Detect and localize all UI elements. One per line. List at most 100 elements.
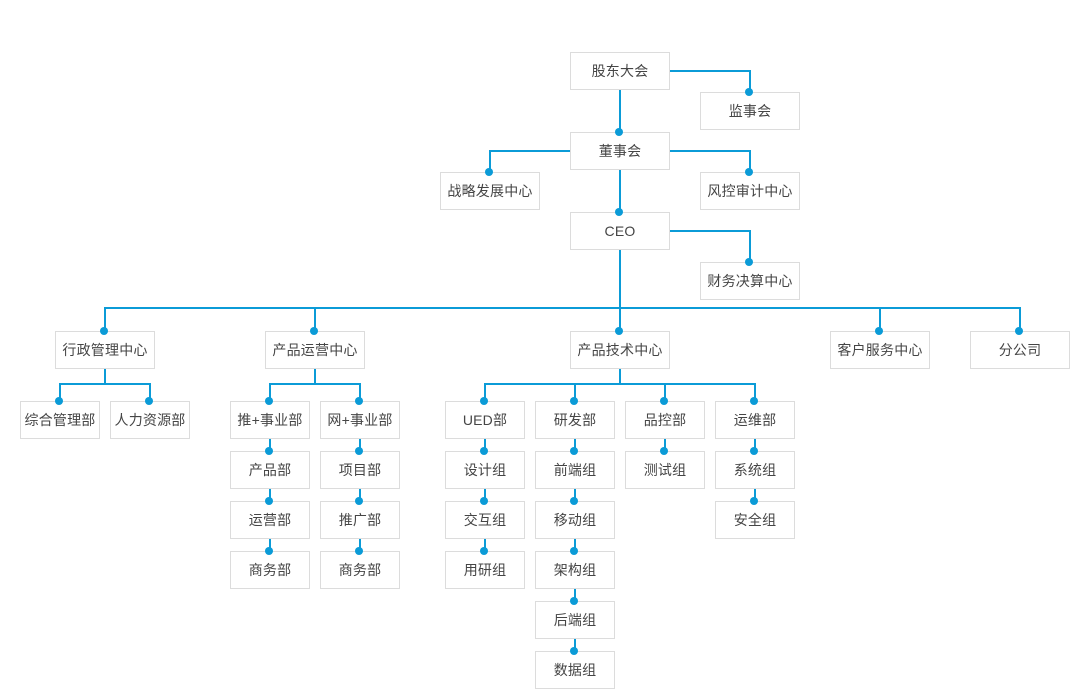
connector-tech-a1-a2 (484, 439, 486, 451)
node-tech-b5[interactable]: 后端组 (535, 601, 615, 639)
node-admin[interactable]: 行政管理中心 (55, 331, 155, 369)
connector-ops-a3-a4 (269, 539, 271, 551)
node-admin-c2[interactable]: 人力资源部 (110, 401, 190, 439)
dot-admin (100, 327, 108, 335)
dot-tech-a2 (480, 447, 488, 455)
node-ops-a1[interactable]: 推+事业部 (230, 401, 310, 439)
node-tech-a4[interactable]: 用研组 (445, 551, 525, 589)
connector-tech-b3-b4 (574, 539, 576, 551)
node-tech-a3[interactable]: 交互组 (445, 501, 525, 539)
node-supervisory[interactable]: 监事会 (700, 92, 800, 130)
dot-tech-b4 (570, 547, 578, 555)
dot-finance (745, 258, 753, 266)
node-prodops[interactable]: 产品运营中心 (265, 331, 365, 369)
connector-ops-a1-a2 (269, 439, 271, 451)
connector-admin-stem (104, 369, 106, 383)
connector-tech-d1-d2 (754, 439, 756, 451)
node-riskaudit[interactable]: 风控审计中心 (700, 172, 800, 210)
node-ops-a4[interactable]: 商务部 (230, 551, 310, 589)
dot-tech-d2 (750, 447, 758, 455)
dot-tech-d3 (750, 497, 758, 505)
dot-prodops (310, 327, 318, 335)
dot-tech-a1 (480, 397, 488, 405)
connector-bus-to-branch (1019, 307, 1021, 331)
connector-ceo-to-bus (619, 250, 621, 308)
node-ceo[interactable]: CEO (570, 212, 670, 250)
dot-tech-d1 (750, 397, 758, 405)
connector-main-bus (105, 307, 1020, 309)
connector-board-to-strategy (489, 150, 491, 172)
node-tech-b6[interactable]: 数据组 (535, 651, 615, 689)
node-board[interactable]: 董事会 (570, 132, 670, 170)
connector-shareholders-to-supervisory (670, 70, 750, 72)
connector-bus-to-prodtech (619, 307, 621, 331)
node-ops-b1[interactable]: 网+事业部 (320, 401, 400, 439)
connector-bus-to-service (879, 307, 881, 331)
connector-prodops-stem (269, 383, 361, 385)
node-prodtech[interactable]: 产品技术中心 (570, 331, 670, 369)
node-tech-d3[interactable]: 安全组 (715, 501, 795, 539)
connector-tech-d2-d3 (754, 489, 756, 501)
connector-tech-a3-a4 (484, 539, 486, 551)
dot-ops-a1 (265, 397, 273, 405)
node-tech-b2[interactable]: 前端组 (535, 451, 615, 489)
connector-prodops-stem (269, 383, 271, 401)
node-tech-d2[interactable]: 系统组 (715, 451, 795, 489)
node-tech-d1[interactable]: 运维部 (715, 401, 795, 439)
node-ops-b2[interactable]: 项目部 (320, 451, 400, 489)
dot-admin-c1 (55, 397, 63, 405)
node-shareholders[interactable]: 股东大会 (570, 52, 670, 90)
dot-ops-b1 (355, 397, 363, 405)
dot-ops-b3 (355, 497, 363, 505)
dot-ops-a2 (265, 447, 273, 455)
node-tech-a2[interactable]: 设计组 (445, 451, 525, 489)
node-strategy[interactable]: 战略发展中心 (440, 172, 540, 210)
dot-tech-b2 (570, 447, 578, 455)
node-ops-b3[interactable]: 推广部 (320, 501, 400, 539)
dot-ops-a3 (265, 497, 273, 505)
node-tech-b3[interactable]: 移动组 (535, 501, 615, 539)
connector-prodtech-stem (619, 369, 621, 383)
node-admin-c1[interactable]: 综合管理部 (20, 401, 100, 439)
connector-shareholders-to-supervisory (749, 70, 751, 92)
node-tech-b4[interactable]: 架构组 (535, 551, 615, 589)
connector-board-to-strategy (489, 150, 570, 152)
node-branch[interactable]: 分公司 (970, 331, 1070, 369)
connector-prodtech-stem (754, 383, 756, 401)
node-tech-c2[interactable]: 测试组 (625, 451, 705, 489)
dot-prodtech (615, 327, 623, 335)
dot-ops-b4 (355, 547, 363, 555)
node-ops-a2[interactable]: 产品部 (230, 451, 310, 489)
connector-board-to-riskaudit (749, 150, 751, 172)
node-tech-b1[interactable]: 研发部 (535, 401, 615, 439)
node-ops-a3[interactable]: 运营部 (230, 501, 310, 539)
node-tech-a1[interactable]: UED部 (445, 401, 525, 439)
connector-bus-to-admin (104, 307, 106, 331)
dot-ops-b2 (355, 447, 363, 455)
connector-prodops-stem (314, 369, 316, 383)
dot-supervisory (745, 88, 753, 96)
connector-prodtech-stem (484, 383, 756, 385)
connector-ops-b3-b4 (359, 539, 361, 551)
connector-tech-b5-b6 (574, 639, 576, 651)
node-service[interactable]: 客户服务中心 (830, 331, 930, 369)
connector-tech-b2-b3 (574, 489, 576, 501)
connector-board-to-ceo (619, 170, 621, 212)
node-ops-b4[interactable]: 商务部 (320, 551, 400, 589)
dot-tech-a4 (480, 547, 488, 555)
connector-tech-a2-a3 (484, 489, 486, 501)
connector-board-to-riskaudit (670, 150, 750, 152)
dot-tech-c1 (660, 397, 668, 405)
connector-tech-c1-c2 (664, 439, 666, 451)
dot-admin-c2 (145, 397, 153, 405)
node-finance[interactable]: 财务决算中心 (700, 262, 800, 300)
dot-strategy (485, 168, 493, 176)
dot-board (615, 128, 623, 136)
dot-tech-b6 (570, 647, 578, 655)
connector-prodtech-stem (574, 383, 576, 401)
dot-tech-c2 (660, 447, 668, 455)
connector-admin-stem (149, 383, 151, 401)
node-tech-c1[interactable]: 品控部 (625, 401, 705, 439)
